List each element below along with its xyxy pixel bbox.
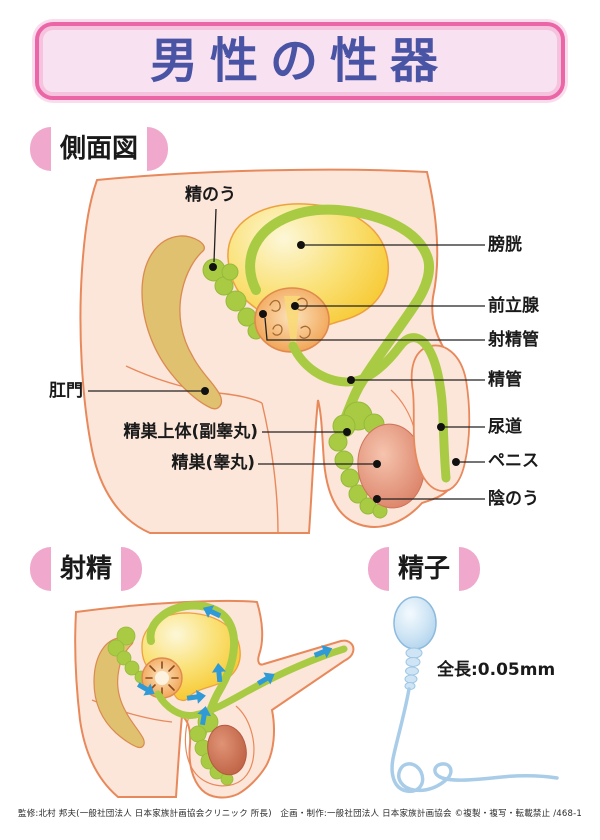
label-penis: ペニス <box>488 451 539 471</box>
section-label-sperm: 精子 <box>368 547 481 591</box>
vas-deferens-ejaculation <box>146 601 239 737</box>
capsule-end-right-icon <box>147 127 169 171</box>
sperm-tail <box>390 687 559 793</box>
label-scrotum: 陰のう <box>488 489 539 509</box>
capsule-end-right-icon <box>121 547 143 591</box>
capsule-end-left-icon <box>368 547 389 591</box>
label-bladder: 膀胱 <box>488 235 522 255</box>
label-ejaculatory-duct: 射精管 <box>488 330 539 350</box>
sperm-midpiece <box>404 647 423 690</box>
leader-dots <box>201 241 460 503</box>
page-title: 男性の性器 <box>149 33 450 89</box>
section-side-view-text: 側面図 <box>51 127 148 171</box>
testis-ejaculation <box>207 724 247 776</box>
section-label-ejaculation: 射精 <box>30 547 143 591</box>
label-vas-deferens: 精管 <box>488 370 522 390</box>
capsule-end-left-icon <box>30 547 51 591</box>
leader-lines <box>88 208 485 500</box>
seminal-vesicle-ejaculation <box>107 626 148 684</box>
urethra <box>288 333 451 483</box>
capsule-end-left-icon <box>30 127 51 171</box>
ejaculation-figure <box>74 599 355 799</box>
label-epididymis: 精巣上体(副睾丸) <box>123 422 258 442</box>
page-header: 男性の性器 <box>35 22 565 100</box>
label-testis: 精巣(睾丸) <box>171 453 255 473</box>
capsule-end-right-icon <box>459 547 481 591</box>
sperm-figure <box>390 596 559 793</box>
section-label-side-view: 側面図 <box>30 127 169 171</box>
scrotum-ejaculation <box>184 705 255 787</box>
thigh-fold <box>261 402 279 534</box>
label-prostate: 前立腺 <box>488 296 539 316</box>
seminal-vesicle <box>202 258 265 340</box>
sperm-length-label: 全長:0.05mm <box>437 660 556 680</box>
label-anus: 肛門 <box>49 381 83 401</box>
urethra-ejaculation <box>154 645 348 720</box>
section-sperm-text: 精子 <box>389 547 460 591</box>
rectum-ejaculation <box>93 636 145 749</box>
label-seminal-vesicle: 精のう <box>185 185 236 205</box>
section-ejaculation-text: 射精 <box>51 547 122 591</box>
sperm-head <box>393 596 437 650</box>
side-view-figure <box>79 168 485 534</box>
footer-credit: 監修:北村 邦夫(一般社団法人 日本家族計画協会クリニック 所長) 企画・制作:… <box>18 809 582 819</box>
label-urethra: 尿道 <box>488 417 522 437</box>
rectum <box>141 235 223 410</box>
